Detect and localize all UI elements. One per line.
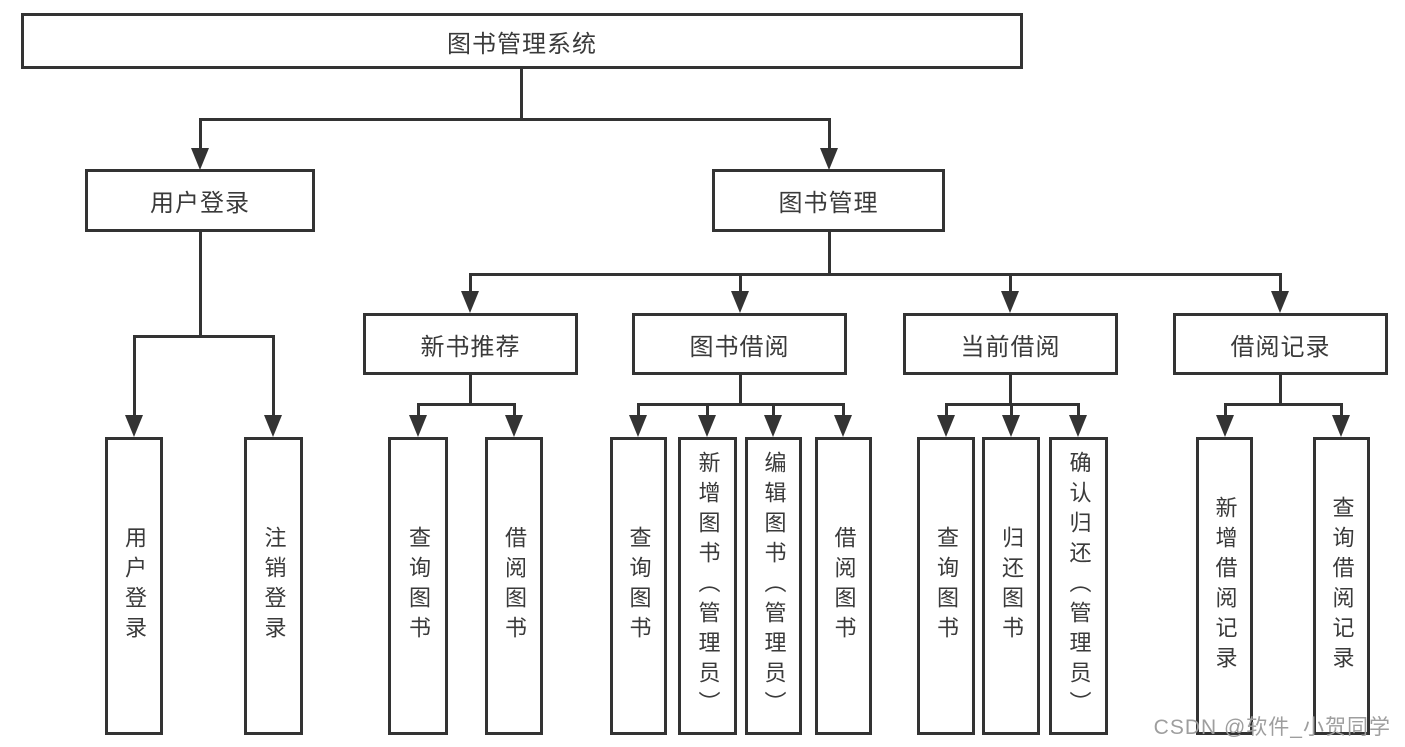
leaf-add-borrow-record: 新增借阅记录: [1196, 437, 1253, 735]
connector-line: [1009, 273, 1012, 293]
arrowhead-icon: [264, 415, 282, 437]
leaf-label: 查询图书: [406, 526, 431, 646]
leaf-query-borrow-record: 查询借阅记录: [1313, 437, 1370, 735]
leaf-return-books: 归还图书: [982, 437, 1040, 735]
leaf-label: 用户登录: [122, 526, 147, 646]
node-label: 借阅记录: [1230, 333, 1331, 361]
node-library-management-system: 图书管理系统: [21, 13, 1023, 69]
leaf-label: 归还图书: [999, 526, 1024, 646]
leaf-borrow-books: 借阅图书: [485, 437, 543, 735]
node-book-borrowing: 图书借阅: [632, 313, 847, 375]
connector-line: [417, 403, 516, 406]
leaf-label: 新增图书（管理员）: [695, 451, 721, 721]
connector-line: [739, 273, 742, 293]
connector-line: [513, 403, 516, 417]
arrowhead-icon: [1002, 415, 1020, 437]
arrowhead-icon: [125, 415, 143, 437]
arrowhead-icon: [731, 291, 749, 313]
leaf-label: 查询图书: [934, 526, 959, 646]
connector-line: [1340, 403, 1343, 417]
connector-line: [133, 335, 136, 415]
leaf-query-books: 查询图书: [610, 437, 667, 735]
watermark: CSDN @软件_小贺同学: [1153, 716, 1391, 739]
connector-line: [133, 335, 275, 338]
connector-line: [1224, 403, 1343, 406]
connector-line: [469, 273, 472, 293]
node-label: 图书管理系统: [447, 30, 597, 58]
leaf-logout: 注销登录: [244, 437, 303, 735]
arrowhead-icon: [1271, 291, 1289, 313]
connector-line: [637, 403, 845, 406]
arrowhead-icon: [409, 415, 427, 437]
arrowhead-icon: [505, 415, 523, 437]
leaf-label: 确认归还（管理员）: [1066, 451, 1092, 721]
arrowhead-icon: [629, 415, 647, 437]
node-label: 图书管理: [778, 190, 879, 217]
connector-line: [272, 335, 275, 415]
leaf-add-books-admin: 新增图书（管理员）: [678, 437, 737, 735]
leaf-label: 查询借阅记录: [1329, 496, 1355, 676]
leaf-borrow-books: 借阅图书: [815, 437, 872, 735]
arrowhead-icon: [1216, 415, 1234, 437]
arrowhead-icon: [698, 415, 716, 437]
arrowhead-icon: [1069, 415, 1087, 437]
connector-line: [1010, 403, 1013, 417]
arrowhead-icon: [820, 148, 838, 170]
connector-line: [520, 69, 523, 118]
node-current-borrowing: 当前借阅: [903, 313, 1118, 375]
connector-line: [739, 375, 742, 403]
connector-line: [1279, 375, 1282, 403]
connector-line: [1077, 403, 1080, 417]
connector-line: [1224, 403, 1227, 417]
node-label: 新书推荐: [420, 333, 521, 361]
leaf-label: 新增借阅记录: [1212, 496, 1238, 676]
node-borrowing-records: 借阅记录: [1173, 313, 1388, 375]
arrowhead-icon: [191, 148, 209, 170]
leaf-user-login: 用户登录: [105, 437, 163, 735]
connector-line: [199, 118, 202, 150]
connector-line: [469, 375, 472, 403]
node-new-book-recommendation: 新书推荐: [363, 313, 578, 375]
node-book-management: 图书管理: [712, 169, 945, 232]
arrowhead-icon: [1001, 291, 1019, 313]
connector-line: [199, 232, 202, 335]
connector-line: [1009, 375, 1012, 403]
leaf-label: 借阅图书: [831, 526, 857, 646]
arrowhead-icon: [764, 415, 782, 437]
leaf-label: 借阅图书: [502, 526, 527, 646]
leaf-edit-books-admin: 编辑图书（管理员）: [745, 437, 802, 735]
connector-line: [828, 118, 831, 150]
connector-line: [417, 403, 420, 417]
connector-line: [828, 232, 831, 273]
leaf-confirm-return-admin: 确认归还（管理员）: [1049, 437, 1108, 735]
connector-line: [637, 403, 640, 417]
leaf-query-books: 查询图书: [388, 437, 448, 735]
node-user-login: 用户登录: [85, 169, 315, 232]
connector-line: [469, 273, 1282, 276]
leaf-label: 查询图书: [626, 526, 652, 646]
arrowhead-icon: [834, 415, 852, 437]
connector-line: [842, 403, 845, 417]
connector-line: [1279, 273, 1282, 293]
leaf-query-books: 查询图书: [917, 437, 975, 735]
arrowhead-icon: [461, 291, 479, 313]
arrowhead-icon: [937, 415, 955, 437]
connector-line: [706, 403, 709, 417]
connector-line: [772, 403, 775, 417]
leaf-label: 注销登录: [261, 526, 287, 646]
node-label: 当前借阅: [960, 333, 1061, 361]
connector-line: [945, 403, 948, 417]
arrowhead-icon: [1332, 415, 1350, 437]
node-label: 图书借阅: [689, 333, 790, 361]
leaf-label: 编辑图书（管理员）: [761, 451, 787, 721]
node-label: 用户登录: [150, 190, 250, 217]
connector-line: [199, 118, 831, 121]
